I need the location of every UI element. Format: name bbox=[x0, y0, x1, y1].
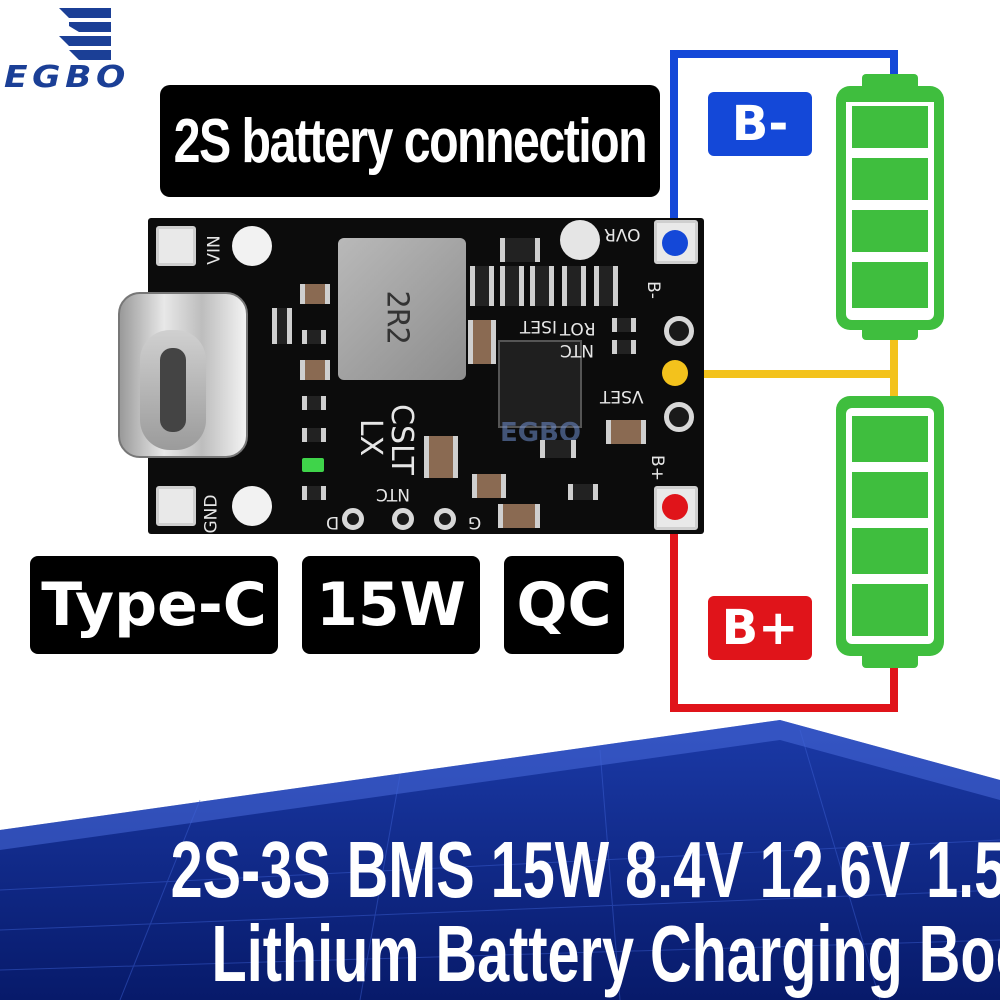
resistor bbox=[272, 308, 292, 344]
pad-ntc bbox=[392, 508, 414, 530]
hole-top-left bbox=[232, 226, 272, 266]
pad-gnd bbox=[156, 486, 196, 526]
resistor bbox=[594, 266, 618, 306]
silk-ntc-right: NTC bbox=[560, 340, 594, 360]
resistor bbox=[562, 266, 586, 306]
battery-top bbox=[836, 86, 944, 330]
resistor bbox=[612, 318, 636, 332]
wire-bplus-bottom bbox=[670, 704, 898, 712]
battery-cell bbox=[852, 262, 928, 308]
capacitor bbox=[300, 360, 330, 380]
silk-bminus: B- bbox=[642, 281, 663, 299]
trimmer-pot bbox=[560, 220, 600, 260]
banner-line-2: Lithium Battery Charging Boost Module bbox=[0, 908, 1000, 1000]
capacitor bbox=[606, 420, 646, 444]
silk-g: G bbox=[468, 512, 482, 532]
battery-cell bbox=[846, 96, 934, 102]
resistor bbox=[302, 396, 326, 410]
b-plus-label: B+ bbox=[708, 596, 812, 660]
capacitor bbox=[300, 284, 330, 304]
resistor bbox=[612, 340, 636, 354]
resistor bbox=[530, 266, 554, 306]
battery-bottom bbox=[836, 396, 944, 656]
resistor bbox=[470, 266, 494, 306]
bminus-connection-dot bbox=[662, 230, 688, 256]
capacitor bbox=[468, 320, 496, 364]
silk-gnd: GND bbox=[201, 494, 222, 534]
wire-mid-vertical bbox=[890, 334, 898, 414]
battery-cell bbox=[852, 416, 928, 462]
resistor bbox=[540, 440, 576, 458]
controller-chip bbox=[498, 340, 582, 428]
resistor bbox=[568, 484, 598, 500]
silk-cslt: CSLT bbox=[383, 404, 419, 475]
banner-line-1: 2S-3S BMS 15W 8.4V 12.6V 1.5A bbox=[0, 824, 1000, 916]
wire-bminus-top bbox=[670, 50, 898, 58]
wire-bplus-rise bbox=[890, 660, 898, 712]
silk-rot: ROT bbox=[560, 318, 596, 338]
battery-cell bbox=[852, 528, 928, 574]
wire-bminus-vertical bbox=[670, 50, 678, 244]
resistor bbox=[302, 486, 326, 500]
brand-logo: EGBO bbox=[0, 0, 170, 100]
bottom-banner: 2S-3S BMS 15W 8.4V 12.6V 1.5A Lithium Ba… bbox=[0, 720, 1000, 1000]
silk-ovr: OVR bbox=[604, 224, 641, 244]
pad-right-upper bbox=[664, 316, 694, 346]
battery-cell bbox=[852, 158, 928, 200]
banner-line-2-text: Lithium Battery Charging Boost Module bbox=[211, 909, 1000, 998]
banner-line-1-text: 2S-3S BMS 15W 8.4V 12.6V 1.5A bbox=[170, 825, 1000, 914]
wire-bminus-drop bbox=[890, 50, 898, 90]
battery-top-bottom-cap bbox=[862, 320, 918, 340]
inductor-label: 2R2 bbox=[379, 290, 415, 345]
silk-bplus: B+ bbox=[646, 455, 667, 481]
pad-right-lower bbox=[664, 402, 694, 432]
banner-background bbox=[0, 720, 1000, 1000]
capacitor bbox=[498, 504, 540, 528]
inductor bbox=[338, 238, 466, 380]
silk-vin: VIN bbox=[204, 235, 225, 265]
silk-ntc-bottom: NTC bbox=[376, 484, 410, 504]
resistor bbox=[500, 266, 524, 306]
battery-cell bbox=[852, 106, 928, 148]
battery-bottom-window bbox=[846, 408, 934, 644]
battery-cell bbox=[852, 210, 928, 252]
capacitor bbox=[472, 474, 506, 498]
resistor bbox=[302, 428, 326, 442]
bplus-connection-dot bbox=[662, 494, 688, 520]
led-indicator bbox=[302, 458, 324, 472]
resistor bbox=[302, 330, 326, 344]
feature-pill-qc: QC bbox=[504, 556, 624, 654]
silk-iset: ISET bbox=[520, 316, 557, 336]
capacitor bbox=[424, 436, 458, 478]
b-minus-label: B- bbox=[708, 92, 812, 156]
battery-bottom-bottom-cap bbox=[862, 648, 918, 668]
feature-pill-type-c: Type-C bbox=[30, 556, 278, 654]
resistor bbox=[500, 238, 540, 262]
feature-pill-15w: 15W bbox=[302, 556, 480, 654]
usb-c-slot bbox=[160, 348, 186, 432]
title-text: 2S battery connection bbox=[173, 106, 648, 176]
wire-mid-horizontal bbox=[680, 370, 898, 378]
pad-vin bbox=[156, 226, 196, 266]
logo-text: EGBO bbox=[4, 60, 130, 95]
pad-g bbox=[434, 508, 456, 530]
pad-d bbox=[342, 508, 364, 530]
silk-vset: VSET bbox=[600, 386, 644, 406]
silk-lx: LX bbox=[353, 418, 389, 457]
title-banner: 2S battery connection bbox=[160, 85, 660, 197]
wire-bplus-vertical bbox=[670, 508, 678, 712]
battery-top-window bbox=[846, 96, 934, 320]
battery-cell bbox=[852, 584, 928, 636]
hole-bottom-left bbox=[232, 486, 272, 526]
silk-d: D bbox=[326, 512, 340, 532]
mid-connection-dot bbox=[662, 360, 688, 386]
battery-cell bbox=[852, 472, 928, 518]
logo-mark-icon bbox=[59, 8, 111, 60]
